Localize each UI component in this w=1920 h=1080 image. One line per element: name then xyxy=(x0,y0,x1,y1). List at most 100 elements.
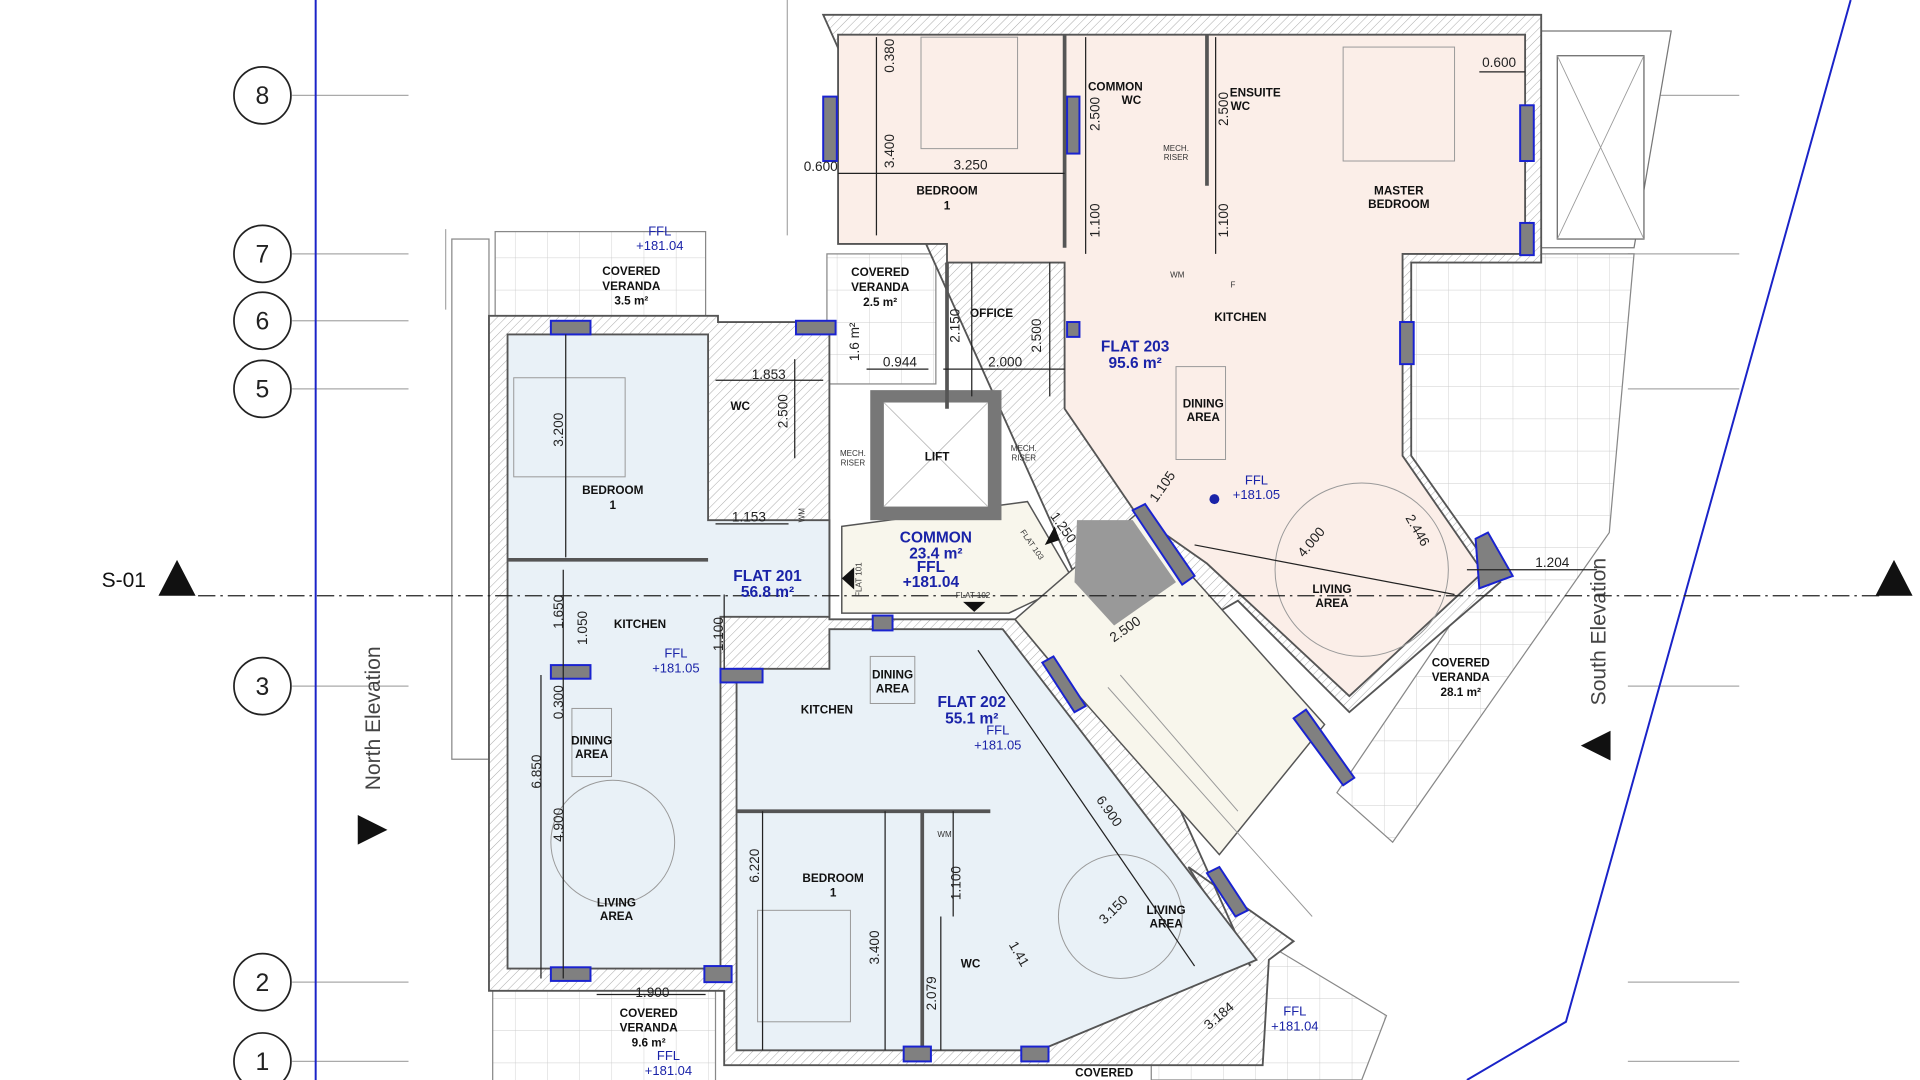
ffl-value: +181.05 xyxy=(974,737,1021,752)
room-label: WC xyxy=(730,400,750,413)
dimension-label: 1.853 xyxy=(752,367,786,382)
room-label: COMMON xyxy=(1088,80,1143,93)
room-label: RISER xyxy=(1011,454,1036,463)
room-label: RISER xyxy=(841,459,866,468)
flat-101-marker: FLAT 101 xyxy=(855,562,864,597)
south-elevation-label: South Elevation xyxy=(1588,558,1611,705)
dimension-label: 2.500 xyxy=(1029,318,1044,352)
ffl-label: FFL xyxy=(986,722,1009,737)
grid-label-3: 3 xyxy=(256,674,270,701)
windows xyxy=(549,95,1535,1063)
room-label: BEDROOM xyxy=(1368,198,1429,211)
room-label: AREA xyxy=(575,748,609,761)
dimension-label: 0.600 xyxy=(804,159,838,174)
room-label: BEDROOM xyxy=(916,184,977,197)
room-label: MECH. xyxy=(1011,444,1037,453)
room-label: KITCHEN xyxy=(1214,311,1266,324)
dimension-label: 2.000 xyxy=(988,355,1022,370)
south-elevation-arrow-icon xyxy=(1580,730,1611,761)
ffl-value: +181.04 xyxy=(636,238,683,253)
dimension-label: 2.150 xyxy=(947,308,962,342)
room-area: 9.6 m² xyxy=(632,1037,666,1050)
walls xyxy=(488,13,1543,1067)
room-label: KITCHEN xyxy=(614,618,666,631)
north-elevation-label: North Elevation xyxy=(362,646,385,790)
dimension-label: 1.100 xyxy=(1087,203,1102,237)
dimension-label: 1.900 xyxy=(635,985,669,1000)
grid-label-1: 1 xyxy=(256,1049,270,1076)
room-label: COVERED xyxy=(851,266,909,279)
room-label: BEDROOM xyxy=(802,872,863,885)
grid-label-8: 8 xyxy=(256,83,270,110)
dimension-label: 2.500 xyxy=(775,394,790,428)
room-label: LIVING xyxy=(597,897,636,910)
appliance-label: F xyxy=(1231,280,1236,289)
ffl-label: FFL xyxy=(917,559,945,576)
flat-202: KITCHEN DINING AREA FLAT 202 55.1 m² FFL… xyxy=(801,669,1319,1080)
grid-label-7: 7 xyxy=(256,242,270,269)
dimension-label: 3.400 xyxy=(867,930,882,964)
ffl-value: +181.04 xyxy=(903,574,960,591)
dimension-label: 3.400 xyxy=(882,134,897,168)
entrance-arrow-icon xyxy=(963,601,986,612)
room-label: RISER xyxy=(1164,153,1189,162)
room-label: MECH. xyxy=(1163,144,1189,153)
dimension-label: 1.650 xyxy=(551,594,566,628)
flat-title: FLAT 202 xyxy=(938,694,1006,711)
room-label: 1 xyxy=(830,887,837,900)
lift-label: LIFT xyxy=(925,451,951,464)
dimension-label: 1.6 m² xyxy=(847,322,862,361)
dimension-label: 0.600 xyxy=(1482,55,1516,70)
room-label: AREA xyxy=(600,910,634,923)
entrance-arrow-icon xyxy=(1044,526,1060,545)
dimension-label: 0.380 xyxy=(882,38,897,72)
appliance-label: WM xyxy=(798,508,807,523)
room-label: ENSUITE xyxy=(1230,87,1281,100)
section-arrow-left-icon xyxy=(158,559,196,596)
room-area: 2.5 m² xyxy=(863,296,897,309)
room-label: COVERED xyxy=(620,1007,678,1020)
room-label: DINING xyxy=(872,669,913,682)
flat-201: COVERED VERANDA 3.5 m² FFL +181.04 WC WM… xyxy=(571,223,806,1078)
ffl-value: +181.04 xyxy=(645,1063,692,1078)
flat-area: 95.6 m² xyxy=(1109,355,1162,372)
dimension-label: 1.050 xyxy=(575,610,590,644)
room-label: COVERED xyxy=(1432,656,1490,669)
dimension-label: 2.500 xyxy=(1087,96,1102,130)
dimension-label: 6.850 xyxy=(529,754,544,788)
grid-label-5: 5 xyxy=(256,377,270,404)
room-label: WC xyxy=(961,957,981,970)
room-label: WC xyxy=(1231,100,1251,113)
dimension-label: 1.100 xyxy=(1216,203,1231,237)
room-label: COVERED xyxy=(1075,1066,1133,1079)
ffl-label: FFL xyxy=(648,223,671,238)
ffl-value: +181.04 xyxy=(1271,1018,1318,1033)
section-label: S-01 xyxy=(102,569,146,592)
room-label: VERANDA xyxy=(851,281,910,294)
common-title: COMMON xyxy=(900,529,972,546)
dimension-label: 1.204 xyxy=(1535,555,1569,570)
ffl-label: FFL xyxy=(1245,472,1268,487)
room-area: 3.5 m² xyxy=(614,295,648,308)
room-label: MASTER xyxy=(1374,184,1424,197)
flat-102-marker: FLAT 102 xyxy=(956,591,991,600)
ffl-value: +181.05 xyxy=(652,661,699,676)
room-label: 1 xyxy=(944,199,951,212)
room-label: OFFICE xyxy=(970,307,1013,320)
grid-label-2: 2 xyxy=(256,970,270,997)
flat-area: 55.1 m² xyxy=(945,710,998,727)
room-label: AREA xyxy=(1187,411,1221,424)
dimension-label: 3.200 xyxy=(551,412,566,446)
grid-lines xyxy=(292,0,1740,1063)
dimension-label: 1.100 xyxy=(949,866,964,900)
north-elevation-arrow-icon xyxy=(357,814,388,845)
ffl-label: FFL xyxy=(657,1048,680,1063)
site-boundary-right xyxy=(1466,0,1852,1080)
flat-area: 56.8 m² xyxy=(741,584,794,601)
room-label: WC xyxy=(1122,94,1142,107)
grid-label-6: 6 xyxy=(256,308,270,335)
room-label: LIVING xyxy=(1147,904,1186,917)
room-label: DINING xyxy=(1183,397,1224,410)
flat-title: FLAT 201 xyxy=(733,568,802,585)
